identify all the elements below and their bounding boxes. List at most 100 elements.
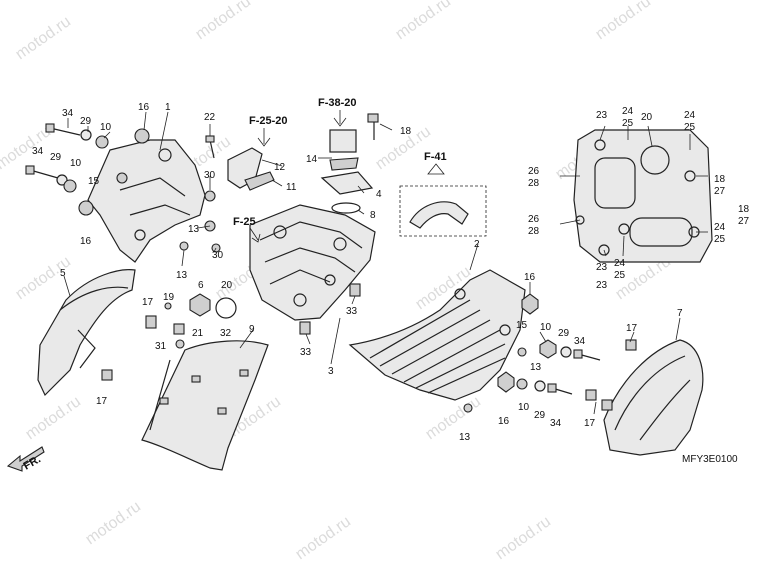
part-number: 23 bbox=[596, 262, 608, 273]
ref-f25-20: F-25-20 bbox=[249, 115, 288, 127]
part-number: 15 bbox=[88, 176, 100, 187]
part-number: 25 bbox=[684, 122, 696, 133]
part-number-labels: 34 29 10 16 1 22 34 29 10 15 16 30 13 13… bbox=[32, 102, 750, 443]
bolt-parts-left bbox=[25, 123, 150, 216]
part-number: 18 bbox=[738, 204, 750, 215]
part-number: 17 bbox=[626, 323, 638, 334]
part-number: 24 bbox=[622, 106, 634, 117]
part-number: 24 bbox=[614, 258, 626, 269]
part-number: 24 bbox=[714, 222, 726, 233]
reference-callouts: F-25-20 F-38-20 F-41 F-25 bbox=[233, 97, 447, 243]
part-number: 15 bbox=[516, 320, 528, 331]
part-number: 13 bbox=[188, 224, 200, 235]
part-number: 29 bbox=[80, 116, 92, 127]
part-number: 16 bbox=[524, 272, 536, 283]
bracket-part bbox=[87, 139, 206, 263]
watermark: motod.ru bbox=[393, 0, 454, 43]
part-number: 29 bbox=[50, 152, 62, 163]
head-cover-part bbox=[348, 269, 526, 413]
watermark: motod.ru bbox=[293, 513, 354, 563]
part-number: 21 bbox=[192, 328, 204, 339]
part-number: 28 bbox=[528, 226, 540, 237]
part-number: 5 bbox=[60, 268, 66, 279]
hose-part bbox=[399, 185, 487, 237]
bolt-parts-right bbox=[497, 293, 601, 395]
part-number: 23 bbox=[596, 280, 608, 291]
part-number: 26 bbox=[528, 214, 540, 225]
part-number: 16 bbox=[80, 236, 92, 247]
part-number: 28 bbox=[528, 178, 540, 189]
part-number: 30 bbox=[212, 250, 224, 261]
part-number: 10 bbox=[518, 402, 530, 413]
part-number: 29 bbox=[558, 328, 570, 339]
part-number: 24 bbox=[684, 110, 696, 121]
part-number: 27 bbox=[714, 186, 726, 197]
front-direction-indicator: FR. bbox=[6, 446, 45, 473]
lower-center-cover-part bbox=[141, 340, 269, 471]
part-number: 23 bbox=[596, 110, 608, 121]
fastener-parts-center bbox=[145, 190, 237, 349]
part-number: 25 bbox=[622, 118, 634, 129]
part-number: 1 bbox=[165, 102, 171, 113]
left-side-cover-part bbox=[37, 269, 136, 397]
diagram-code: MFY3E0100 bbox=[682, 454, 738, 465]
part-number: 32 bbox=[220, 328, 232, 339]
part-number: 34 bbox=[550, 418, 562, 429]
part-number: 29 bbox=[534, 410, 546, 421]
part-number: 26 bbox=[528, 166, 540, 177]
part-number: 6 bbox=[198, 280, 204, 291]
part-number: 19 bbox=[163, 292, 175, 303]
part-number: 33 bbox=[346, 306, 358, 317]
part-number: 2 bbox=[474, 239, 480, 250]
part-number: 12 bbox=[274, 162, 286, 173]
part-number: 18 bbox=[714, 174, 726, 185]
cylinder-head-part bbox=[249, 204, 376, 335]
part-number: 25 bbox=[714, 234, 726, 245]
watermark: motod.ru bbox=[423, 393, 484, 443]
front-direction-label: FR. bbox=[22, 453, 43, 472]
part-number: 34 bbox=[62, 108, 74, 119]
part-number: 34 bbox=[574, 336, 586, 347]
part-number: 33 bbox=[300, 347, 312, 358]
watermark: motod.ru bbox=[13, 13, 74, 63]
part-number: 10 bbox=[70, 158, 82, 169]
part-number: 11 bbox=[286, 182, 297, 193]
part-number: 13 bbox=[530, 362, 542, 373]
right-side-cover-part bbox=[585, 339, 704, 456]
part-number: 27 bbox=[738, 216, 750, 227]
ref-f38-20: F-38-20 bbox=[318, 97, 357, 109]
watermark: motod.ru bbox=[193, 0, 254, 43]
part-number: 31 bbox=[155, 341, 167, 352]
ref-f41: F-41 bbox=[424, 151, 447, 163]
watermark: motod.ru bbox=[83, 498, 144, 548]
part-number: 17 bbox=[142, 297, 154, 308]
part-number: 7 bbox=[677, 308, 683, 319]
watermark: motod.ru bbox=[593, 0, 654, 43]
part-number: 9 bbox=[249, 324, 255, 335]
part-number: 17 bbox=[96, 396, 108, 407]
part-number: 13 bbox=[176, 270, 188, 281]
part-number: 16 bbox=[498, 416, 510, 427]
part-number: 14 bbox=[306, 154, 318, 165]
part-number: 22 bbox=[204, 112, 216, 123]
part-number: 3 bbox=[328, 366, 334, 377]
leader-lines bbox=[63, 111, 708, 415]
part-number: 17 bbox=[584, 418, 596, 429]
part-number: 13 bbox=[459, 432, 471, 443]
ref-f25: F-25 bbox=[233, 216, 256, 228]
part-number: 8 bbox=[370, 210, 376, 221]
watermark: motod.ru bbox=[23, 393, 84, 443]
part-number: 10 bbox=[540, 322, 552, 333]
cylinder-head-top-view-part bbox=[573, 129, 713, 263]
part-number: 20 bbox=[221, 280, 233, 291]
part-number: 18 bbox=[400, 126, 412, 137]
watermark: motod.ru bbox=[493, 513, 554, 563]
part-number: 16 bbox=[138, 102, 150, 113]
part-number: 25 bbox=[614, 270, 626, 281]
part-number: 10 bbox=[100, 122, 112, 133]
part-number: 30 bbox=[204, 170, 216, 181]
part-number: 34 bbox=[32, 146, 44, 157]
part-number: 4 bbox=[376, 189, 382, 200]
part-number: 20 bbox=[641, 112, 653, 123]
